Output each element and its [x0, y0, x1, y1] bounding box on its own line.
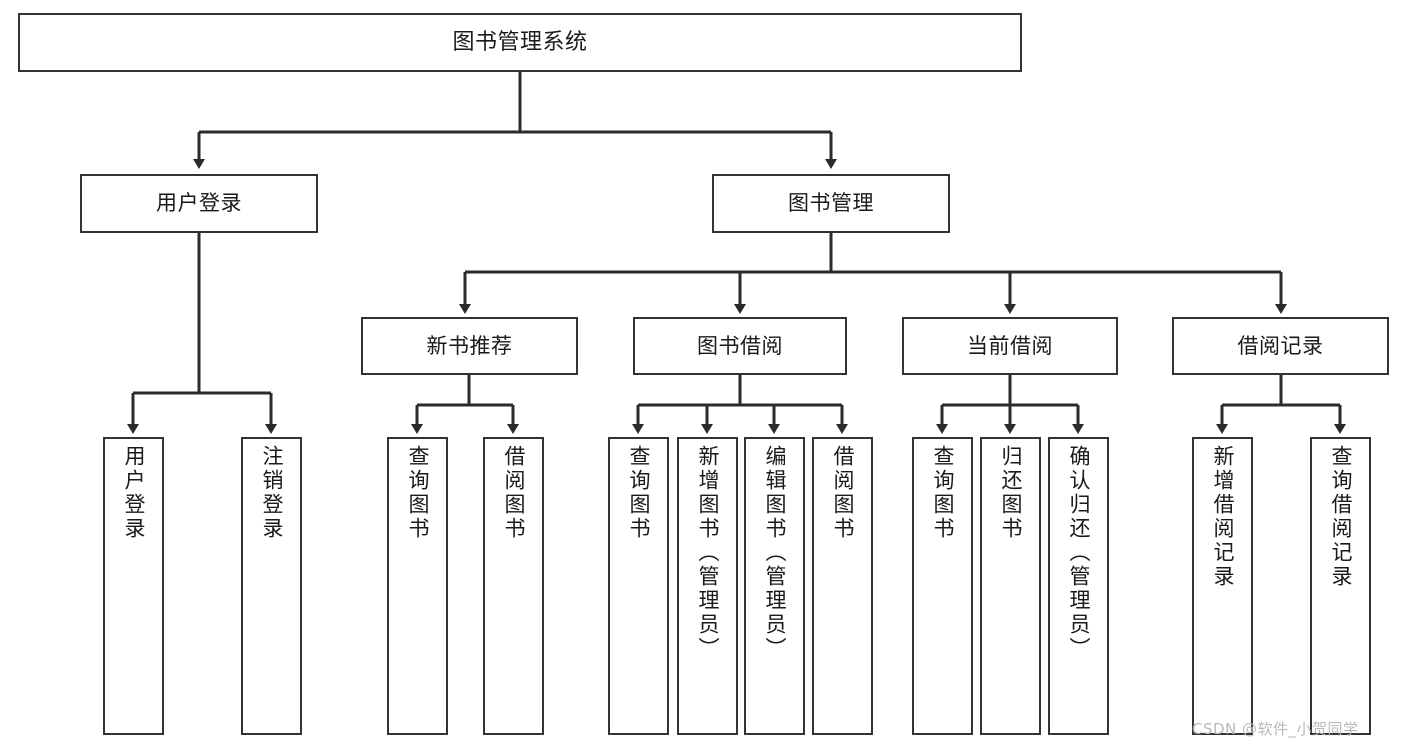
node-book-borrow-label: 图书借阅: [697, 333, 783, 358]
node-borrow-record-label: 借阅记录: [1237, 333, 1324, 358]
node-borrow-record[interactable]: 借阅记录: [1172, 317, 1389, 375]
leaf-label: 查询图书: [931, 445, 955, 541]
node-user-login-label: 用户登录: [156, 191, 242, 216]
leaf-label: 注销登录: [260, 445, 284, 541]
leaf-label: 查询图书: [406, 445, 430, 541]
leaf-label: 借阅图书: [831, 445, 855, 541]
node-root[interactable]: 图书管理系统: [18, 13, 1022, 72]
leaf-borrow-record-query[interactable]: 查询借阅记录: [1310, 437, 1371, 735]
watermark-text: CSDN @软件_小贺同学: [1192, 720, 1359, 738]
leaf-borrow-record-add[interactable]: 新增借阅记录: [1192, 437, 1253, 735]
node-new-book-recommend[interactable]: 新书推荐: [361, 317, 578, 375]
leaf-book-borrow-edit[interactable]: 编辑图书（管理员）: [744, 437, 805, 735]
leaf-label: 借阅图书: [502, 445, 526, 541]
leaf-current-borrow-confirm-return[interactable]: 确认归还（管理员）: [1048, 437, 1109, 735]
node-user-login[interactable]: 用户登录: [80, 174, 318, 233]
node-book-management[interactable]: 图书管理: [712, 174, 950, 233]
leaf-label: 新增图书（管理员）: [696, 445, 720, 661]
leaf-new-book-borrow[interactable]: 借阅图书: [483, 437, 544, 735]
leaf-label: 编辑图书（管理员）: [763, 445, 787, 661]
node-book-management-label: 图书管理: [788, 191, 874, 216]
leaf-label: 查询借阅记录: [1329, 445, 1353, 589]
leaf-book-borrow-query[interactable]: 查询图书: [608, 437, 669, 735]
leaf-current-borrow-query[interactable]: 查询图书: [912, 437, 973, 735]
leaf-label: 查询图书: [627, 445, 651, 541]
leaf-new-book-query[interactable]: 查询图书: [387, 437, 448, 735]
node-root-label: 图书管理系统: [452, 29, 588, 55]
leaf-user-login-signout[interactable]: 注销登录: [241, 437, 302, 735]
leaf-label: 归还图书: [999, 445, 1023, 541]
node-current-borrow-label: 当前借阅: [967, 333, 1053, 358]
leaf-label: 用户登录: [122, 445, 146, 541]
node-book-borrow[interactable]: 图书借阅: [633, 317, 847, 375]
leaf-user-login-signin[interactable]: 用户登录: [103, 437, 164, 735]
leaf-label: 新增借阅记录: [1211, 445, 1235, 589]
node-new-book-recommend-label: 新书推荐: [426, 333, 513, 358]
leaf-current-borrow-return[interactable]: 归还图书: [980, 437, 1041, 735]
leaf-label: 确认归还（管理员）: [1067, 445, 1091, 661]
leaf-book-borrow-borrow[interactable]: 借阅图书: [812, 437, 873, 735]
node-current-borrow[interactable]: 当前借阅: [902, 317, 1118, 375]
leaf-book-borrow-add[interactable]: 新增图书（管理员）: [677, 437, 738, 735]
